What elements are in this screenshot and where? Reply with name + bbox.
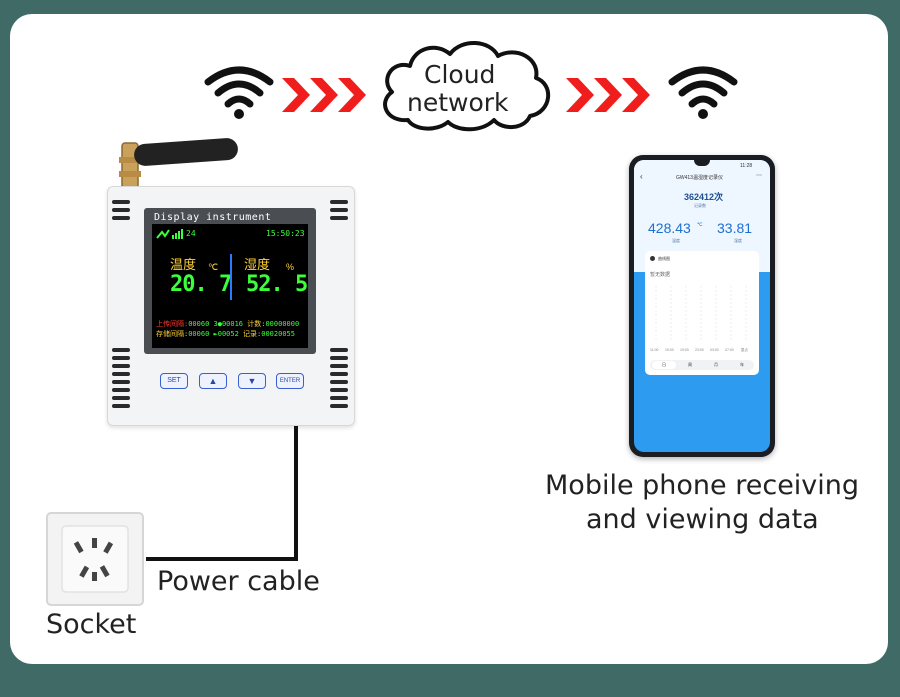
- wifi-icon-left: [204, 66, 274, 119]
- time-tick: 03:00: [710, 348, 719, 352]
- phone-temp-unit: ℃: [697, 222, 703, 228]
- tab-month[interactable]: 月: [714, 362, 718, 367]
- time-tick: 15:00: [665, 348, 674, 352]
- power-cable-label: Power cable: [157, 566, 320, 597]
- tab-week[interactable]: 周: [688, 362, 692, 367]
- back-icon[interactable]: ‹: [640, 172, 643, 181]
- set-button[interactable]: SET: [160, 373, 188, 389]
- tab-day[interactable]: 日: [662, 362, 666, 367]
- temp-label: 温度: [170, 258, 197, 273]
- phone-temp-value: 428.43: [648, 220, 691, 236]
- hum-unit: %: [286, 262, 295, 272]
- device-vents: [112, 200, 348, 408]
- phone-status-time: 11:28: [740, 163, 753, 169]
- temp-unit: ℃: [208, 262, 219, 272]
- phone-header-title: GW413温湿度记录仪: [676, 175, 723, 181]
- record-count: 362412次: [684, 192, 724, 202]
- phone-notch: [694, 160, 710, 166]
- phone-hum-value: 33.81: [717, 220, 753, 236]
- display-row-1: 上传间隔:00060 3●00016 计数:00000000: [156, 320, 300, 328]
- record-count-sub: 记录数: [694, 203, 706, 208]
- chart-panel: [645, 251, 759, 375]
- chart-panel-icon: [650, 256, 655, 261]
- display-row-2: 存储间隔:00060 ►00052 记录:00020055: [156, 330, 295, 338]
- time-tick: 07:00: [725, 348, 734, 352]
- power-cable-line: [146, 426, 298, 561]
- time-tick: 整点: [741, 348, 748, 352]
- signal-bars-icon: [156, 229, 183, 239]
- cloud-label-line1: Cloud: [424, 60, 496, 89]
- device-time: 15:50:23: [266, 229, 305, 238]
- phone-caption-line2: and viewing data: [586, 504, 819, 535]
- temp-value: 20. 7: [170, 272, 232, 297]
- cloud-icon: [383, 40, 551, 132]
- chart-time-ticks: 11:00 15:00 19:00 23:00 03:00 07:00 整点: [650, 348, 754, 354]
- tab-year[interactable]: 年: [740, 362, 744, 367]
- time-tick: 23:00: [695, 348, 704, 352]
- socket-icon: [46, 512, 144, 606]
- chart-panel-grid: [655, 286, 747, 342]
- phone-temp-sub: 温度: [672, 238, 680, 243]
- device-title: Display instrument: [154, 212, 272, 223]
- enter-button[interactable]: ENTER: [276, 373, 304, 389]
- down-button[interactable]: ▼: [238, 373, 266, 389]
- signal-value: 24: [186, 229, 196, 238]
- antenna-icon: [119, 138, 238, 190]
- display-divider: [230, 254, 232, 300]
- arrow-chevrons-left: [282, 78, 366, 112]
- up-button[interactable]: ▲: [199, 373, 227, 389]
- arrow-chevrons-right: [566, 78, 650, 112]
- chart-panel-empty: 暂无数据: [650, 272, 671, 278]
- wifi-icon-right: [668, 66, 738, 119]
- period-tab-bar: [650, 360, 754, 370]
- period-tab-active-bg: [652, 361, 676, 369]
- phone-caption-line1: Mobile phone receiving: [545, 470, 860, 501]
- chart-panel-title: 曲线图: [658, 256, 670, 261]
- socket-label: Socket: [46, 609, 137, 640]
- time-tick: 11:00: [650, 348, 659, 352]
- hum-value: 52. 5: [246, 272, 308, 297]
- more-icon[interactable]: ⋯: [756, 173, 762, 179]
- time-tick: 19:00: [680, 348, 689, 352]
- cloud-label-line2: network: [407, 88, 509, 117]
- phone-hum-sub: 湿度: [734, 238, 742, 243]
- hum-label: 湿度: [244, 258, 271, 273]
